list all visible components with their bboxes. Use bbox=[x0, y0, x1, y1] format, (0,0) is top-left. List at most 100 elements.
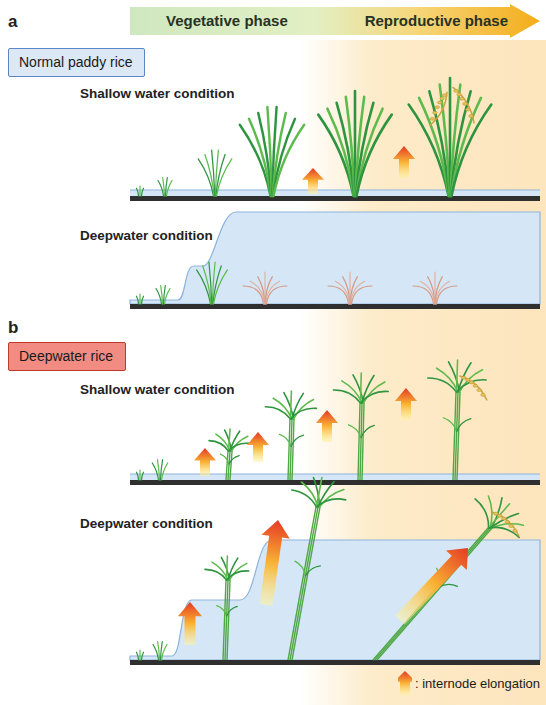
grain bbox=[442, 94, 447, 97]
leaf bbox=[229, 443, 250, 451]
grain bbox=[460, 97, 465, 100]
deepwater-rice-plant bbox=[288, 477, 346, 660]
elongation-arrow bbox=[260, 520, 290, 606]
rice-plant bbox=[318, 91, 392, 196]
leaf bbox=[453, 87, 474, 122]
leaf bbox=[137, 296, 139, 304]
grain bbox=[469, 381, 474, 384]
shallow-water bbox=[130, 190, 540, 196]
rice-plant bbox=[156, 286, 170, 305]
leaf bbox=[437, 286, 458, 304]
leaf bbox=[436, 281, 450, 304]
leaf bbox=[353, 375, 363, 403]
elongation-arrow bbox=[302, 168, 324, 194]
stem bbox=[292, 507, 320, 660]
leaf bbox=[437, 368, 458, 392]
leaf bbox=[157, 460, 159, 480]
leaf bbox=[137, 472, 139, 480]
stem bbox=[290, 507, 318, 660]
water-surface bbox=[130, 474, 540, 475]
grain bbox=[469, 115, 474, 118]
leaf bbox=[361, 425, 374, 437]
elongation-arrow bbox=[395, 548, 468, 625]
rice-plant bbox=[197, 262, 228, 304]
leaf bbox=[443, 418, 456, 432]
dead-rice-plant bbox=[413, 272, 457, 304]
leaf bbox=[346, 97, 355, 196]
leaf bbox=[137, 188, 139, 196]
grain bbox=[509, 525, 514, 528]
legend-text: : internode elongation bbox=[415, 676, 540, 691]
leaf bbox=[351, 281, 365, 304]
leaf bbox=[413, 286, 434, 304]
leaf bbox=[291, 408, 317, 419]
leaf bbox=[361, 391, 389, 403]
species-box: Deepwater rice bbox=[8, 342, 126, 371]
leaf bbox=[343, 277, 350, 304]
leaf bbox=[452, 105, 492, 196]
leaf bbox=[305, 566, 320, 576]
deepwater-rice-plant bbox=[265, 391, 316, 480]
elongation-arrow bbox=[398, 671, 412, 695]
leaf bbox=[292, 490, 317, 507]
leaf bbox=[162, 463, 168, 480]
condition-label: Deepwater condition bbox=[80, 516, 213, 531]
grain bbox=[435, 106, 440, 109]
leaf bbox=[142, 652, 144, 660]
leaf bbox=[328, 286, 349, 304]
leaf bbox=[274, 125, 305, 196]
stem bbox=[377, 528, 492, 660]
shallow-water bbox=[130, 474, 540, 480]
leaf bbox=[139, 294, 140, 304]
leaf bbox=[229, 429, 231, 451]
stem bbox=[288, 507, 316, 660]
leaf bbox=[460, 370, 483, 392]
rice-plant bbox=[137, 650, 144, 660]
soil bbox=[130, 660, 540, 665]
panel-letter: b bbox=[8, 318, 18, 338]
leaf bbox=[267, 286, 288, 304]
leaf bbox=[428, 277, 435, 304]
panel-letter: a bbox=[8, 12, 17, 32]
leaf bbox=[139, 470, 140, 480]
elongation-arrow bbox=[194, 448, 216, 476]
elongation-arrow bbox=[395, 388, 417, 420]
condition-label: Deepwater condition bbox=[80, 228, 213, 243]
leaf bbox=[217, 606, 227, 616]
leaf bbox=[158, 642, 160, 661]
leaf bbox=[156, 289, 162, 305]
leaf bbox=[273, 398, 292, 419]
stem bbox=[227, 580, 230, 660]
stem bbox=[375, 528, 490, 660]
phase-label: Reproductive phase bbox=[365, 12, 508, 29]
leaf bbox=[152, 463, 158, 480]
leaf bbox=[279, 434, 291, 446]
grain bbox=[513, 529, 518, 532]
leaf bbox=[291, 435, 303, 446]
soil bbox=[130, 304, 540, 309]
leaf bbox=[142, 188, 144, 196]
condition-label: Shallow water condition bbox=[80, 86, 235, 101]
leaf bbox=[342, 381, 362, 403]
leaf bbox=[475, 499, 488, 528]
rice-plant bbox=[409, 78, 492, 196]
leaf bbox=[142, 472, 144, 480]
deep-water bbox=[130, 212, 540, 304]
leaf bbox=[360, 373, 362, 403]
deepwater-rice-plant bbox=[373, 496, 523, 660]
leaf bbox=[460, 376, 487, 400]
leaf bbox=[226, 556, 228, 580]
elongation-arrow bbox=[316, 410, 338, 442]
phase-arrow-body bbox=[130, 4, 540, 38]
grain bbox=[501, 517, 506, 520]
leaf bbox=[142, 296, 144, 304]
leaf bbox=[209, 262, 212, 304]
leaf bbox=[227, 606, 238, 616]
elongation-arrow bbox=[178, 602, 202, 645]
rice-plants bbox=[137, 78, 524, 660]
rice-plant bbox=[137, 186, 144, 196]
soil bbox=[130, 480, 540, 485]
leaf bbox=[243, 286, 264, 304]
leaf bbox=[428, 378, 457, 392]
